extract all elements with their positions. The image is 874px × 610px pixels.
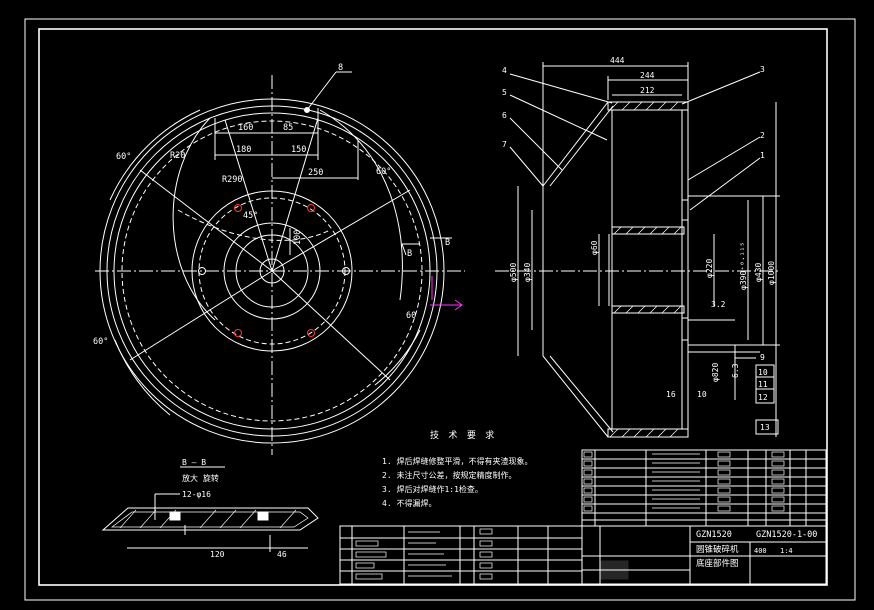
dim-250: 250 <box>308 168 323 178</box>
dim-phi1000: φ1000 <box>767 261 776 285</box>
section-view <box>495 62 780 438</box>
dim-45: 45° <box>243 211 258 221</box>
section-bb-subtitle: 放大 旋转 <box>182 473 219 483</box>
dim-r20: R20 <box>170 151 185 161</box>
section-view-labels: 444 244 212 φ500 φ340 φ60 φ220 φ390⁺⁰·¹¹… <box>502 56 776 432</box>
balloon-3: 3 <box>760 65 765 74</box>
balloon-1: 1 <box>760 151 765 160</box>
revision-table <box>339 525 583 585</box>
dim-16: 16 <box>666 390 676 399</box>
dim-10: 10 <box>697 390 707 399</box>
dim-6-3: 6.3 <box>731 363 740 378</box>
title-code: GZN1520 <box>696 530 732 540</box>
dim-85: 85 <box>283 123 293 133</box>
dim-46: 46 <box>277 550 287 559</box>
dim-r290: R290 <box>222 175 242 185</box>
dim-100: 100 <box>293 230 303 245</box>
dim-444: 444 <box>610 56 625 65</box>
dim-phi500: φ500 <box>509 263 518 282</box>
dim-160: 160 <box>238 123 253 133</box>
title-name-2: 底座部件图 <box>696 558 739 569</box>
angle-60-right: 60 <box>406 311 416 321</box>
title-block <box>581 525 827 585</box>
dim-phi60: φ60 <box>590 240 599 255</box>
dim-phi340: φ340 <box>523 263 532 282</box>
drawing-border <box>24 18 856 601</box>
balloon-12: 12 <box>758 393 768 402</box>
dim-150: 150 <box>291 145 306 155</box>
dim-120: 120 <box>210 550 225 559</box>
tech-item-1: 1. 焊后焊缝修整平滑，不得有夹渣现象。 <box>382 456 532 466</box>
section-marker-b2: B <box>445 238 450 248</box>
title-drawing-no: GZN1520-1-00 <box>756 530 817 540</box>
tech-item-2: 2. 未注尺寸公差，按规定精度制作。 <box>382 470 516 480</box>
dim-180: 180 <box>236 145 251 155</box>
tech-requirements: 技 术 要 求 1. 焊后焊缝修整平滑，不得有夹渣现象。 2. 未注尺寸公差，按… <box>382 429 532 508</box>
balloon-9: 9 <box>760 353 765 362</box>
balloon-6: 6 <box>502 111 507 120</box>
angle-60-left: 60° <box>116 152 131 162</box>
plan-view-labels: 8 160 85 180 150 250 R20 R290 45° 100 60… <box>93 63 450 347</box>
title-block-labels: GZN1520 GZN1520-1-00 圆锥破碎机 底座部件图 400 1:4 <box>696 530 817 569</box>
balloon-2: 2 <box>760 131 765 140</box>
balloon-4: 4 <box>502 66 507 75</box>
title-name-1: 圆锥破碎机 <box>696 544 739 555</box>
section-bb-title: B — B <box>182 458 206 467</box>
tech-item-3: 3. 焊后对焊缝作1:1检查。 <box>382 484 483 494</box>
balloon-11: 11 <box>758 380 768 389</box>
dim-3-2: 3.2 <box>711 300 726 309</box>
angle-60-bottom: 60° <box>93 337 108 347</box>
balloon-10: 10 <box>758 368 768 377</box>
section-bb-labels: B — B 放大 旋转 12-φ16 120 46 <box>182 458 287 559</box>
tech-title: 技 术 要 求 <box>430 429 496 441</box>
section-marker-b: B <box>407 249 412 259</box>
dim-phi220: φ220 <box>705 259 714 278</box>
title-scale: 1:4 <box>780 547 793 555</box>
tech-item-4: 4. 不得漏焊。 <box>382 498 436 508</box>
title-weight: 400 <box>754 547 767 555</box>
balloon-7: 7 <box>502 140 507 149</box>
hole-label: 12-φ16 <box>182 490 211 499</box>
section-bb <box>101 466 319 552</box>
dim-phi390: φ390⁺⁰·¹¹⁵ <box>739 242 748 290</box>
balloon-13: 13 <box>760 423 770 432</box>
dim-244: 244 <box>640 71 655 80</box>
plan-view <box>95 71 465 455</box>
angle-60-top: 60° <box>376 167 391 177</box>
parts-list <box>581 449 827 527</box>
dim-phi820: φ820 <box>711 363 720 382</box>
dim-phi430: φ430 <box>754 263 763 282</box>
balloon-8: 8 <box>338 63 343 73</box>
balloon-5: 5 <box>502 88 507 97</box>
dim-212: 212 <box>640 86 655 95</box>
